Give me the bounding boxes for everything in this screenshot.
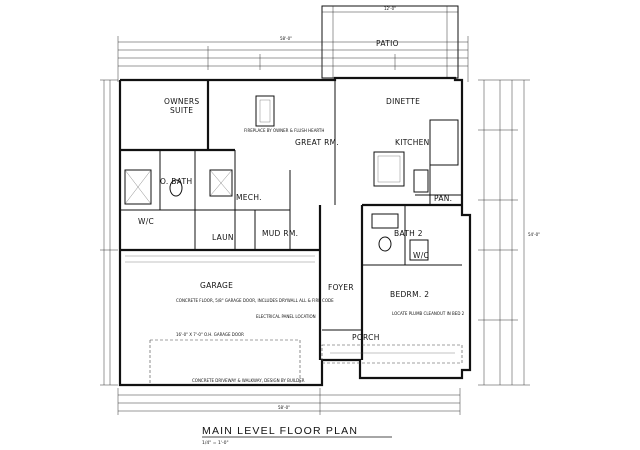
room-label-dinette: DINETTE xyxy=(386,97,420,106)
bath2-fixtures xyxy=(371,213,429,261)
interior-walls xyxy=(120,80,462,360)
plan-title: MAIN LEVEL FLOOR PLAN xyxy=(202,425,358,437)
room-label-garage: GARAGE xyxy=(200,281,233,290)
note-garage: CONCRETE FLOOR, 5/8" GARAGE DOOR, INCLUD… xyxy=(176,298,334,303)
room-label-mud-rm: MUD RM. xyxy=(262,229,298,238)
dim-patio-width: 12'-0" xyxy=(384,6,396,11)
kitchen-counter xyxy=(413,119,459,193)
room-label-owners-2: SUITE xyxy=(170,106,193,115)
room-label-foyer: FOYER xyxy=(328,283,354,292)
room-label-bath2: BATH 2 xyxy=(394,229,423,238)
kitchen-island xyxy=(373,151,405,187)
room-label-o-bath: O. BATH xyxy=(160,177,192,186)
note-locate-plumb: LOCATE PLUMB CLEANOUT IN BED 2 xyxy=(392,311,465,316)
room-label-wic2: W/C xyxy=(413,251,429,260)
garage-slab-hatch xyxy=(125,255,315,263)
room-label-pan: PAN. xyxy=(434,194,452,203)
room-label-bedrm2: BEDRM. 2 xyxy=(390,290,429,299)
note-electrical: ELECTRICAL PANEL LOCATION xyxy=(256,314,316,319)
right-dimension-lines xyxy=(478,79,530,386)
porch-outline xyxy=(321,344,463,364)
dim-top-overall: 58'-0" xyxy=(280,36,292,41)
fireplace-symbol xyxy=(255,95,275,127)
room-label-kitchen: KITCHEN xyxy=(395,138,430,147)
garage-door xyxy=(149,339,301,385)
room-label-laun: LAUN. xyxy=(212,233,236,242)
note-garage-door: 16'-0" X 7'-0" O.H. GARAGE DOOR xyxy=(176,332,244,337)
dim-right-overall: 54'-0" xyxy=(528,232,540,237)
top-dimension-lines xyxy=(117,36,469,82)
left-dimension-lines xyxy=(100,79,118,386)
exterior-walls xyxy=(118,76,472,387)
room-label-great-rm: GREAT RM. xyxy=(295,138,339,147)
room-label-porch: PORCH xyxy=(352,333,380,342)
room-label-mech: MECH. xyxy=(236,193,262,202)
note-driveway: CONCRETE DRIVEWAY & WALKWAY, DESIGN BY B… xyxy=(192,378,305,383)
room-label-wic: W/C xyxy=(138,217,154,226)
o-bath-fixtures xyxy=(124,169,233,205)
note-fireplace: FIREPLACE BY OWNER & FLUSH HEARTH xyxy=(244,128,324,133)
plan-scale: 1/4" = 1'-0" xyxy=(202,440,229,446)
room-label-patio: PATIO xyxy=(376,39,399,48)
room-label-owners-1: OWNERS xyxy=(164,97,199,106)
dim-bottom-overall: 58'-0" xyxy=(278,405,290,410)
bottom-dimension-lines xyxy=(117,388,461,415)
